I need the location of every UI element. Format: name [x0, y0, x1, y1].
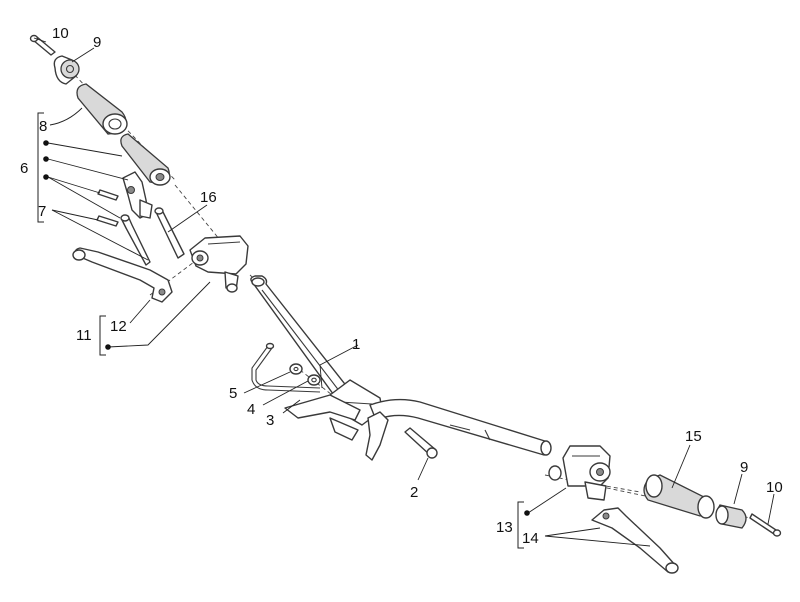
- housing-screws: [96, 189, 119, 227]
- right-brake-lever: [591, 507, 679, 574]
- left-grip: [76, 83, 128, 135]
- callout-14: 14: [522, 530, 539, 547]
- callout-8: 8: [39, 118, 47, 135]
- assembly-guide-lines: [69, 69, 761, 521]
- throttle-tube: [120, 133, 171, 186]
- callout-9-bottom: 9: [740, 459, 748, 476]
- callout-13: 13: [496, 519, 513, 536]
- support-bracket: [284, 394, 389, 461]
- screw-part-2: [404, 427, 438, 459]
- callout-labels: 10 9 8 6 7 16 12 11 1 5 4 3 2 15 9 10 13…: [20, 25, 783, 547]
- callout-11: 11: [76, 327, 92, 344]
- callout-5: 5: [229, 385, 237, 402]
- left-brake-lever: [72, 247, 173, 303]
- bar-end-weight-left: [53, 55, 80, 85]
- right-grip: [643, 474, 715, 519]
- bar-end-bolt-left: [29, 34, 56, 56]
- throttle-cable: [120, 214, 151, 266]
- callout-10-bottom: 10: [766, 479, 783, 496]
- callout-3: 3: [266, 412, 274, 429]
- nut-and-washer: [289, 363, 321, 386]
- callout-9-top: 9: [93, 34, 101, 51]
- group-brackets: [37, 112, 524, 549]
- bullet-dots: [43, 140, 530, 516]
- callout-1: 1: [352, 336, 360, 353]
- callout-12: 12: [110, 318, 127, 335]
- callout-10-top: 10: [52, 25, 69, 42]
- callout-2: 2: [410, 484, 418, 501]
- callout-4: 4: [247, 401, 255, 418]
- left-master-cylinder: [189, 235, 249, 293]
- callout-6: 6: [20, 160, 28, 177]
- leader-lines: [33, 37, 775, 547]
- bar-end-weight-right: [715, 504, 747, 529]
- throttle-housing: [122, 171, 153, 219]
- callout-16: 16: [200, 189, 217, 206]
- bar-end-bolt-right: [749, 513, 782, 537]
- right-master-cylinder: [548, 445, 611, 501]
- callout-15: 15: [685, 428, 702, 445]
- brake-hose: [154, 207, 185, 259]
- callout-7: 7: [38, 203, 46, 220]
